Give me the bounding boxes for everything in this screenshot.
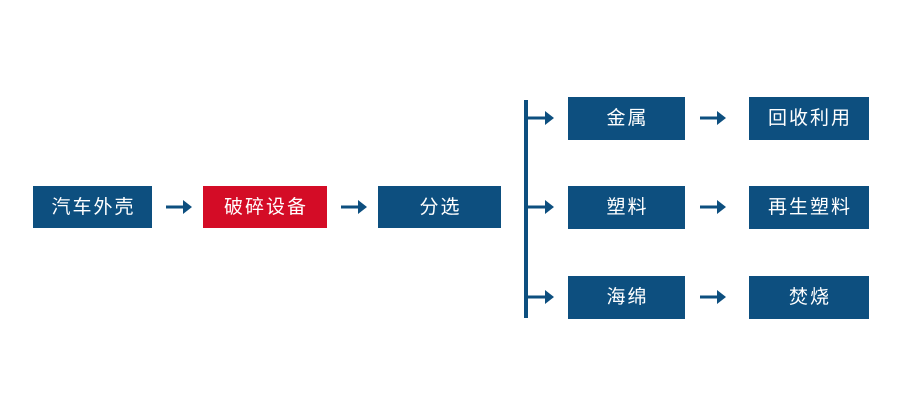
- arrow-right-icon-plastic-to-regenerated: [700, 196, 726, 218]
- node-branch-destination-regenerated-plastic[interactable]: 再生塑料: [749, 186, 869, 229]
- node-sorting[interactable]: 分选: [378, 186, 501, 228]
- arrow-right-icon-metal-to-recycle: [700, 107, 726, 129]
- arrow-right-icon-shell-to-shredder: [166, 196, 192, 218]
- node-branch-destination-incineration[interactable]: 焚烧: [749, 276, 869, 319]
- arrow-right-icon-shredder-to-sorting: [341, 196, 367, 218]
- node-shredder[interactable]: 破碎设备: [203, 186, 327, 228]
- node-branch-material-sponge[interactable]: 海绵: [568, 276, 685, 319]
- vertical-split-bar: [524, 100, 528, 318]
- node-branch-destination-recycle[interactable]: 回收利用: [749, 97, 869, 140]
- node-branch-material-plastic[interactable]: 塑料: [568, 186, 685, 229]
- arrow-right-icon-split-to-plastic: [528, 196, 554, 218]
- node-shell[interactable]: 汽车外壳: [33, 186, 152, 228]
- arrow-right-icon-split-to-metal: [528, 107, 554, 129]
- node-branch-material-metal[interactable]: 金属: [568, 97, 685, 140]
- arrow-right-icon-sponge-to-incineration: [700, 286, 726, 308]
- arrow-right-icon-split-to-sponge: [528, 286, 554, 308]
